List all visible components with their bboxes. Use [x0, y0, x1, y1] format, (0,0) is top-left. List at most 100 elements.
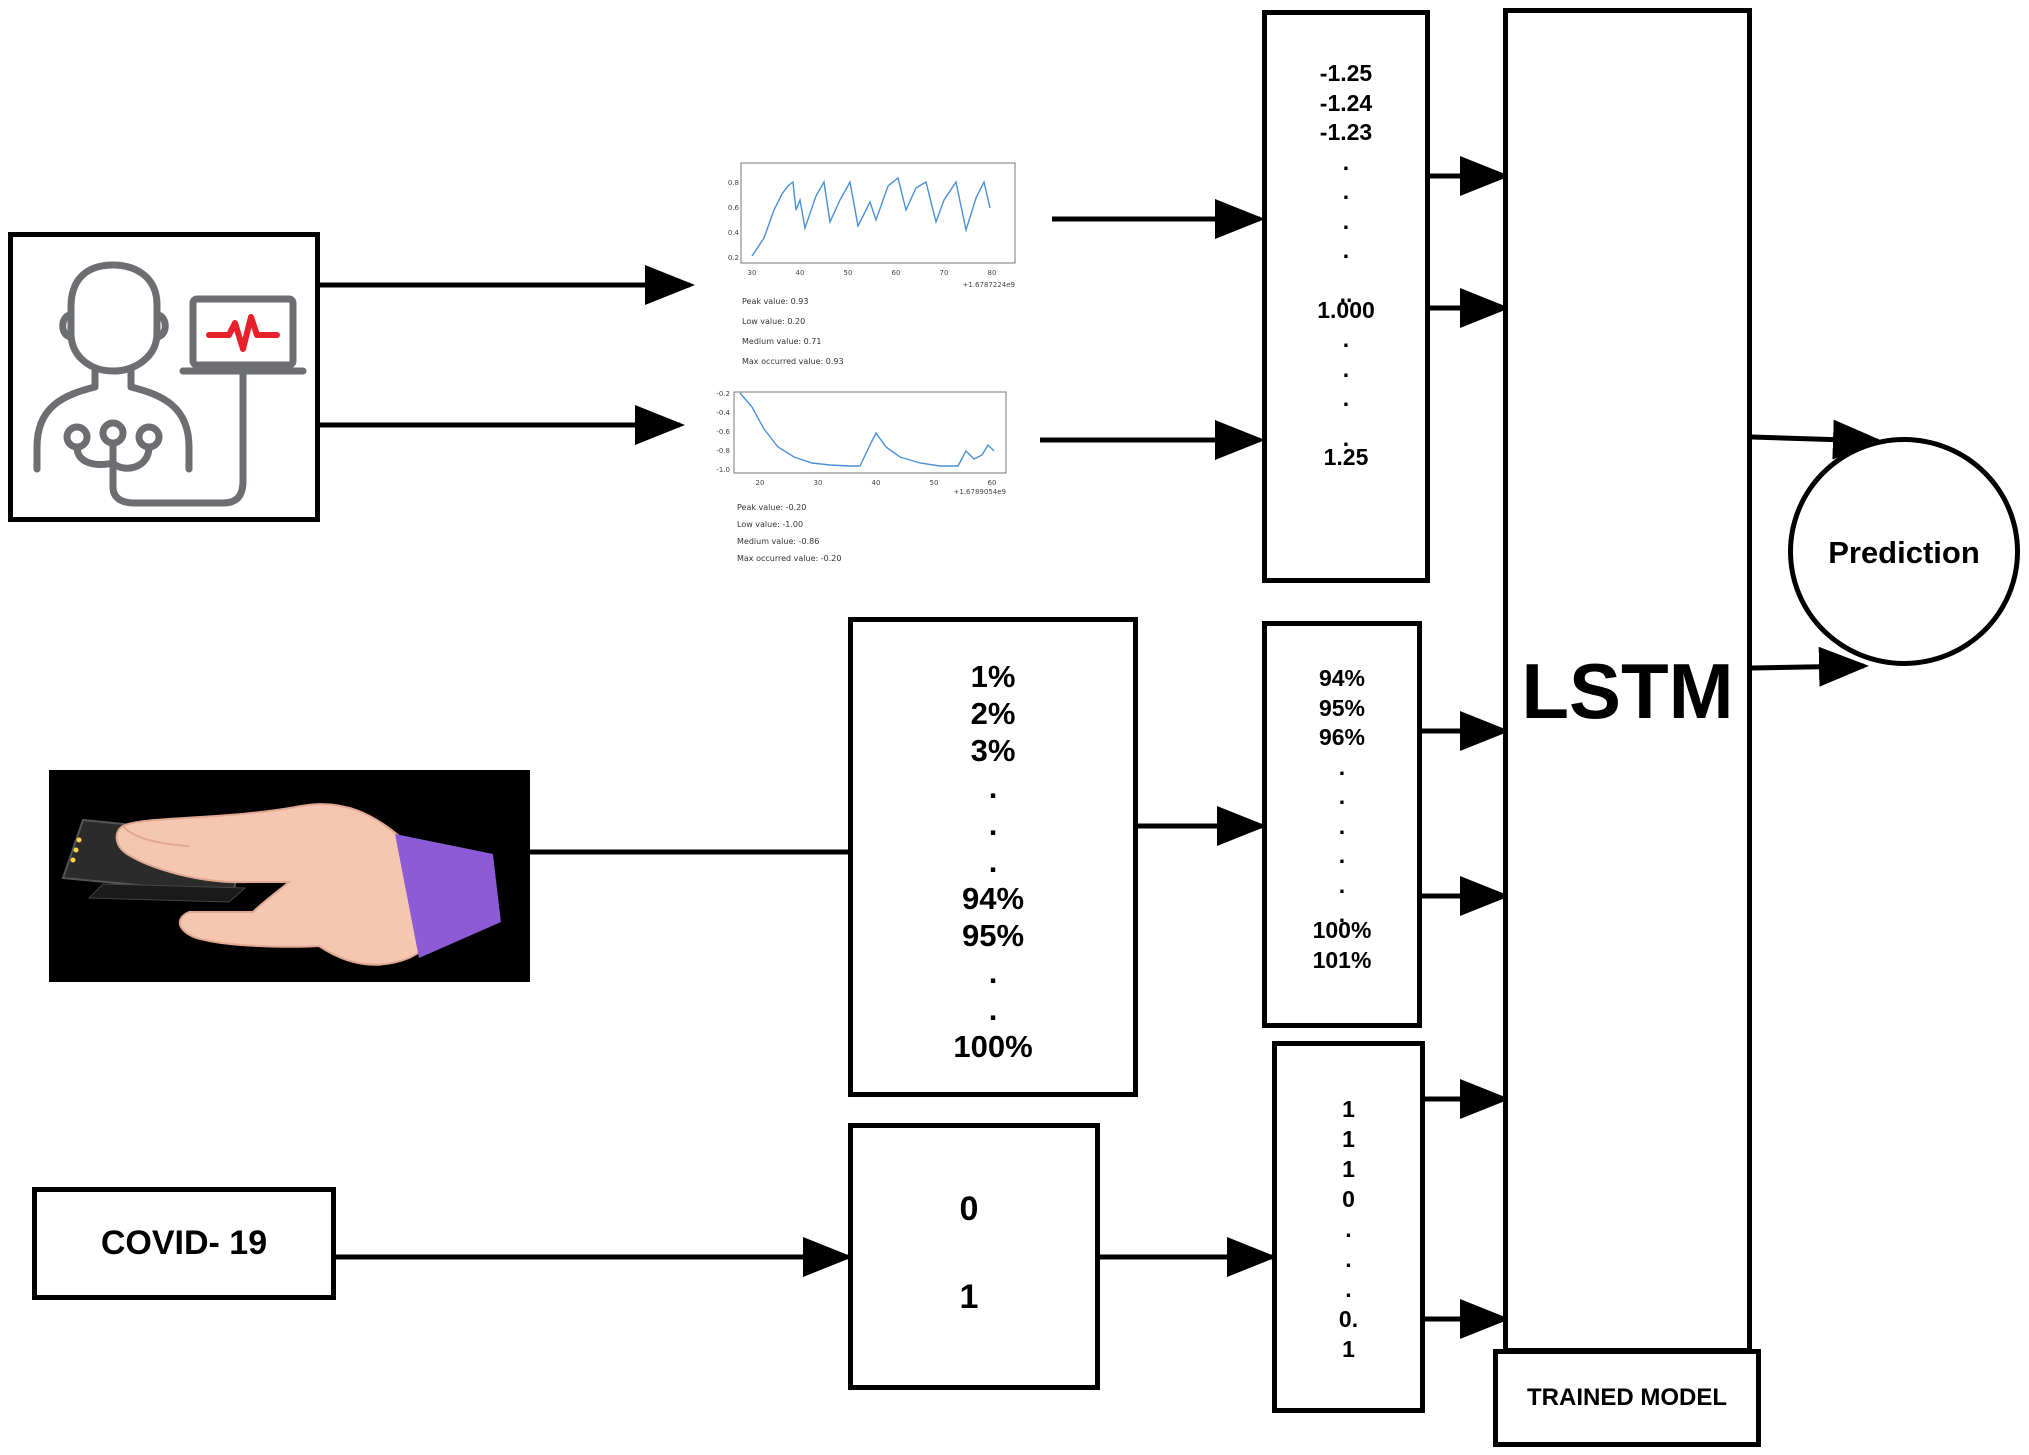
- covid-input-box: COVID- 19: [32, 1187, 336, 1300]
- plot-bottom-stats: Peak value: -0.20 Low value: -1.00 Mediu…: [737, 499, 841, 567]
- ecg-vector-value: .: [1342, 326, 1350, 352]
- plot-top-x-tick: 40: [796, 269, 805, 277]
- ecg-vector-value: -1.25: [1319, 60, 1373, 86]
- ecg-pulse-icon: [206, 314, 280, 352]
- prediction-node: Prediction: [1788, 437, 2020, 666]
- spo2-vector-value: .: [1338, 753, 1346, 780]
- trained-model-caption: TRAINED MODEL: [1527, 1384, 1727, 1411]
- spo2-raw-value: 2%: [970, 696, 1016, 731]
- covid-vector-value: 1: [1342, 1156, 1355, 1182]
- plot-bottom-series: [739, 392, 995, 467]
- ecg-vector-value: -1.23: [1319, 119, 1373, 145]
- plot-top-x-tick: 70: [940, 269, 949, 277]
- covid-vector-value: 1: [1342, 1126, 1355, 1152]
- ecg-vector-value: .: [1342, 424, 1350, 451]
- ecg-vector-value: .: [1342, 355, 1350, 382]
- covid-vector-value: 0.: [1338, 1306, 1359, 1332]
- ecg-vector-value: .: [1342, 207, 1350, 234]
- covid-vector-value: .: [1345, 1216, 1352, 1242]
- plot-bottom-stat: Medium value: -0.86: [737, 537, 820, 546]
- plot-bottom-offset: +1.6789054e9: [954, 488, 1006, 496]
- ecg-vector-value: -1.24: [1319, 89, 1373, 116]
- plot-top-x-tick: 80: [988, 269, 997, 277]
- plot-bottom-x-tick: 50: [930, 479, 939, 487]
- spo2-raw-value: 100%: [953, 1029, 1033, 1064]
- spo2-raw-value: .: [988, 844, 998, 879]
- plot-top-y-tick: 0.4: [728, 229, 740, 237]
- spo2-vector-value: .: [1338, 812, 1346, 839]
- plot-bottom-y-tick: -1.0: [716, 466, 730, 474]
- pulse-oximeter-image: [49, 770, 530, 982]
- arrow-lstm-to-prediction-2: [1751, 646, 1869, 687]
- lstm-model-box: LSTM: [1503, 8, 1752, 1353]
- covid-vector-box: 1 1 1 0 . . . 0. 1: [1272, 1041, 1425, 1413]
- plot-bottom-stat: Max occurred value: -0.20: [737, 554, 842, 563]
- spo2-vector-value: .: [1338, 842, 1346, 868]
- spo2-vector-value: .: [1338, 871, 1346, 898]
- plot-bottom-y-tick: -0.2: [716, 390, 730, 398]
- plot-top-stats: Peak value: 0.93 Low value: 0.20 Medium …: [742, 292, 844, 372]
- spo2-raw-box: 1% 2% 3% . . . 94% 95% . . 100%: [848, 617, 1138, 1097]
- plot-top-series: [751, 176, 991, 257]
- ecg-vector-value: 1.000: [1317, 296, 1375, 323]
- plot-bottom-y-tick: -0.8: [716, 447, 730, 455]
- plot-top-stat: Peak value: 0.93: [742, 297, 809, 306]
- spo2-raw-value: 1%: [970, 659, 1016, 694]
- plot-bottom-x-tick: 20: [756, 479, 765, 487]
- plot-bottom-x-tick: 30: [814, 479, 823, 487]
- spo2-vector-value: 100%: [1312, 917, 1372, 943]
- spo2-vector-box: 94% 95% 96% . . . . . . 100% 101%: [1262, 621, 1422, 1028]
- plot-bottom-chart: 20 30 40 50 60 -0.2 -0.4 -0.6 -0.8 -1.0 +1.678905…: [716, 390, 1007, 496]
- covid-binary-value: 0: [959, 1190, 979, 1228]
- ecg-vector-value: .: [1342, 178, 1350, 204]
- spo2-raw-value: 94%: [961, 881, 1025, 916]
- spo2-raw-value: 3%: [970, 733, 1016, 768]
- trained-model-caption-box: TRAINED MODEL: [1493, 1349, 1761, 1447]
- plot-top-y-tick: 0.6: [728, 204, 740, 212]
- plot-bottom-y-tick: -0.6: [716, 428, 730, 436]
- arrow-lstm-to-prediction-1: [1751, 419, 1883, 460]
- spo2-raw-value: 95%: [961, 918, 1025, 953]
- plot-bottom-y-tick: -0.4: [716, 409, 730, 417]
- spo2-vector-value: 101%: [1312, 946, 1372, 973]
- covid-vector-value: 1: [1342, 1336, 1355, 1362]
- plot-top-x-tick: 50: [844, 269, 853, 277]
- plot-bottom-x-tick: 40: [872, 479, 881, 487]
- plot-bottom-stat: Peak value: -0.20: [737, 503, 807, 512]
- covid-vector-value: 0: [1342, 1186, 1355, 1212]
- plot-top-stat: Low value: 0.20: [742, 317, 806, 326]
- plot-bottom-x-tick: 60: [988, 479, 997, 487]
- plot-top-stat: Medium value: 0.71: [742, 337, 822, 346]
- ecg-vector-value: .: [1342, 237, 1350, 263]
- plot-top-frame: [740, 162, 1016, 264]
- covid-vector-value: .: [1345, 1276, 1352, 1302]
- covid-binary-value: 1: [959, 1278, 979, 1316]
- spo2-vector-value: .: [1338, 901, 1346, 927]
- plot-top-offset: +1.6787224e9: [963, 281, 1015, 289]
- plot-top-x-tick: 30: [748, 269, 757, 277]
- spo2-vector-value: 94%: [1318, 665, 1366, 691]
- plot-bottom-frame: [733, 391, 1007, 474]
- covid-vector-value: .: [1345, 1246, 1352, 1272]
- spo2-raw-value: .: [988, 955, 998, 990]
- spo2-raw-value: .: [988, 770, 998, 805]
- spo2-vector-value: 96%: [1318, 724, 1366, 750]
- ecg-vector-value: 1.25: [1323, 444, 1369, 470]
- spo2-raw-value: .: [988, 992, 998, 1027]
- finger-on-oximeter-illustration: [61, 803, 530, 966]
- spo2-raw-value: .: [988, 807, 998, 842]
- ecg-vector-value: .: [1342, 385, 1350, 411]
- spo2-vector-value: .: [1338, 783, 1346, 809]
- prediction-label: Prediction: [1828, 535, 1980, 570]
- plot-top-x-tick: 60: [892, 269, 901, 277]
- ecg-vector-value: .: [1342, 148, 1350, 175]
- plot-top-stat: Max occurred value: 0.93: [742, 357, 844, 366]
- plot-bottom-stat: Low value: -1.00: [737, 520, 804, 529]
- patient-ecg-icon: [33, 261, 307, 507]
- covid-label: COVID- 19: [100, 1224, 268, 1262]
- plot-top-y-tick: 0.2: [728, 254, 739, 262]
